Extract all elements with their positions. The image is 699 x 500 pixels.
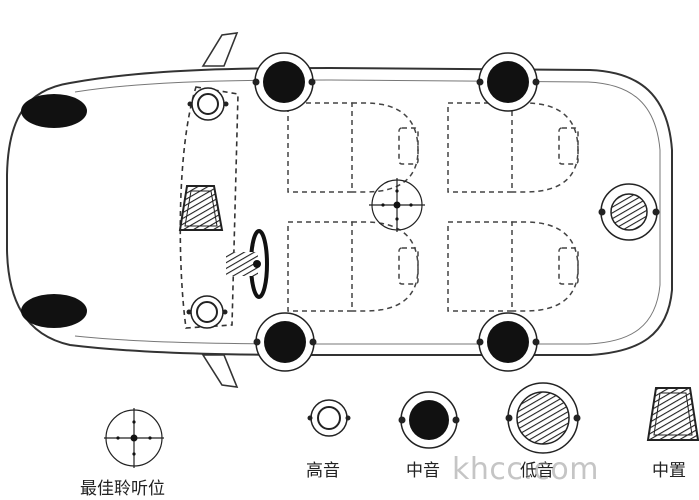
midrange-rear-left bbox=[476, 52, 540, 112]
legend-best-listening-icon bbox=[104, 408, 164, 468]
tweeter-front-left bbox=[187, 87, 229, 121]
midrange-front-right bbox=[253, 312, 317, 372]
woofer-rear bbox=[598, 183, 660, 241]
legend-woofer-icon bbox=[505, 382, 581, 454]
midrange-front-left bbox=[252, 52, 316, 112]
legend-center-label: 中置 bbox=[652, 461, 686, 481]
watermark: khcc.com bbox=[452, 452, 599, 487]
legend-midrange-icon bbox=[398, 391, 460, 449]
car-outline bbox=[6, 66, 673, 356]
legend-best-listening-label: 最佳聆听位 bbox=[80, 479, 165, 499]
legend-center-icon bbox=[646, 387, 699, 441]
legend-tweeter-label: 高音 bbox=[306, 461, 340, 481]
dashboard-outline bbox=[179, 86, 239, 329]
left-mirror bbox=[201, 32, 239, 67]
tweeter-front-right bbox=[186, 295, 228, 329]
seat-rear-right bbox=[447, 221, 579, 312]
steering-wheel bbox=[226, 229, 269, 299]
legend-woofer-label: 低音 bbox=[520, 461, 554, 481]
center-dashboard bbox=[178, 185, 224, 231]
headlight-left bbox=[21, 94, 87, 128]
legend-midrange-label: 中音 bbox=[406, 461, 440, 481]
best-listening-position bbox=[369, 178, 425, 232]
right-mirror bbox=[201, 354, 239, 388]
seat-front-left bbox=[287, 102, 419, 193]
legend-tweeter-icon bbox=[307, 399, 351, 437]
seat-rear-left bbox=[447, 102, 579, 193]
seat-front-right bbox=[287, 221, 419, 312]
headlight-right bbox=[21, 294, 87, 328]
midrange-rear-right bbox=[476, 312, 540, 372]
